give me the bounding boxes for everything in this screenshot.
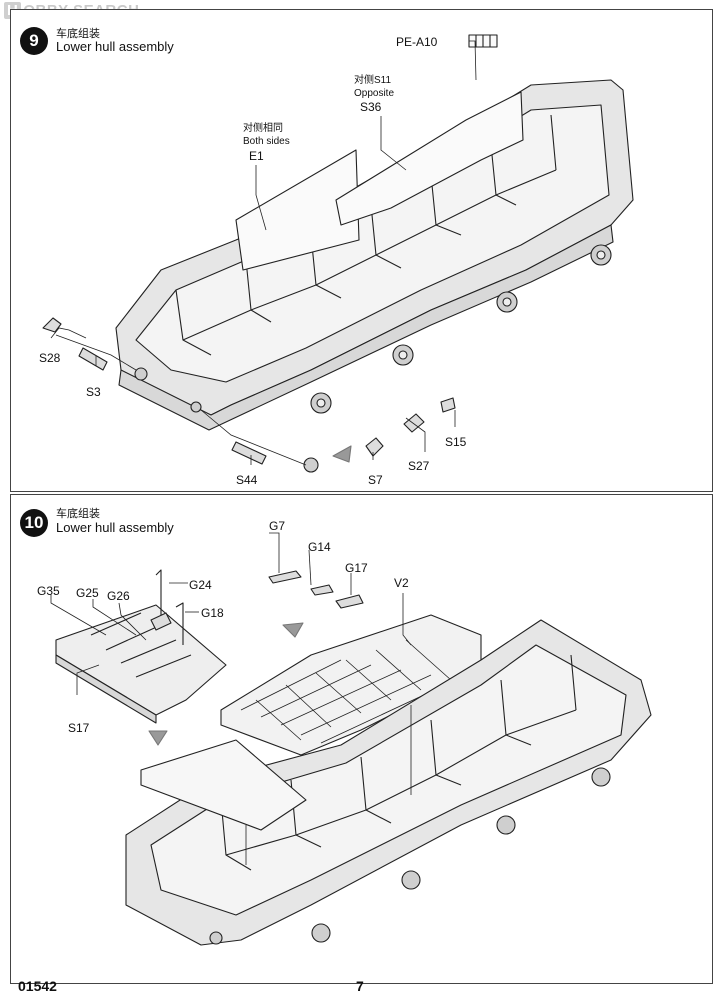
- label-e1-cn: 对侧相同: [243, 123, 283, 134]
- step-9-title-cn: 车底组装: [56, 28, 100, 40]
- label-g24: G24: [189, 578, 212, 592]
- footer-code: 01542: [18, 978, 57, 994]
- step-9-number: 9: [20, 27, 48, 55]
- step-10-panel: 10 车底组装 Lower hull assembly: [10, 494, 713, 984]
- label-s27: S27: [408, 459, 430, 473]
- label-opposite: Opposite: [354, 88, 395, 99]
- label-g35: G35: [37, 584, 60, 598]
- label-s15: S15: [445, 435, 467, 449]
- label-s7: S7: [368, 473, 383, 487]
- label-s17: S17: [68, 721, 90, 735]
- label-e1: E1: [249, 149, 264, 163]
- label-pe-a10: PE-A10: [396, 35, 438, 49]
- label-g25: G25: [76, 586, 99, 600]
- label-v2: V2: [394, 576, 409, 590]
- label-s28: S28: [39, 351, 61, 365]
- label-s11-cn: 对侧S11: [354, 75, 392, 86]
- label-g7: G7: [269, 519, 286, 533]
- label-both-sides: Both sides: [243, 136, 290, 147]
- label-s36: S36: [360, 100, 382, 114]
- label-g18: G18: [201, 606, 224, 620]
- label-g17: G17: [345, 561, 368, 575]
- step-10-title-cn: 车底组装: [56, 508, 100, 520]
- step-10-number: 10: [20, 509, 48, 537]
- step-10-hull-drawing: [50, 532, 652, 946]
- step-9-panel: 9 车底组装 Lower hull assembly: [10, 9, 713, 492]
- label-g14: G14: [308, 540, 331, 554]
- step-9-title-en: Lower hull assembly: [56, 39, 174, 54]
- label-g26: G26: [107, 589, 130, 603]
- label-s3: S3: [86, 385, 101, 399]
- footer-page-number: 7: [356, 978, 364, 994]
- step-9-hull-drawing: [42, 34, 634, 473]
- step-10-title-en: Lower hull assembly: [56, 520, 174, 535]
- label-s44: S44: [236, 473, 258, 487]
